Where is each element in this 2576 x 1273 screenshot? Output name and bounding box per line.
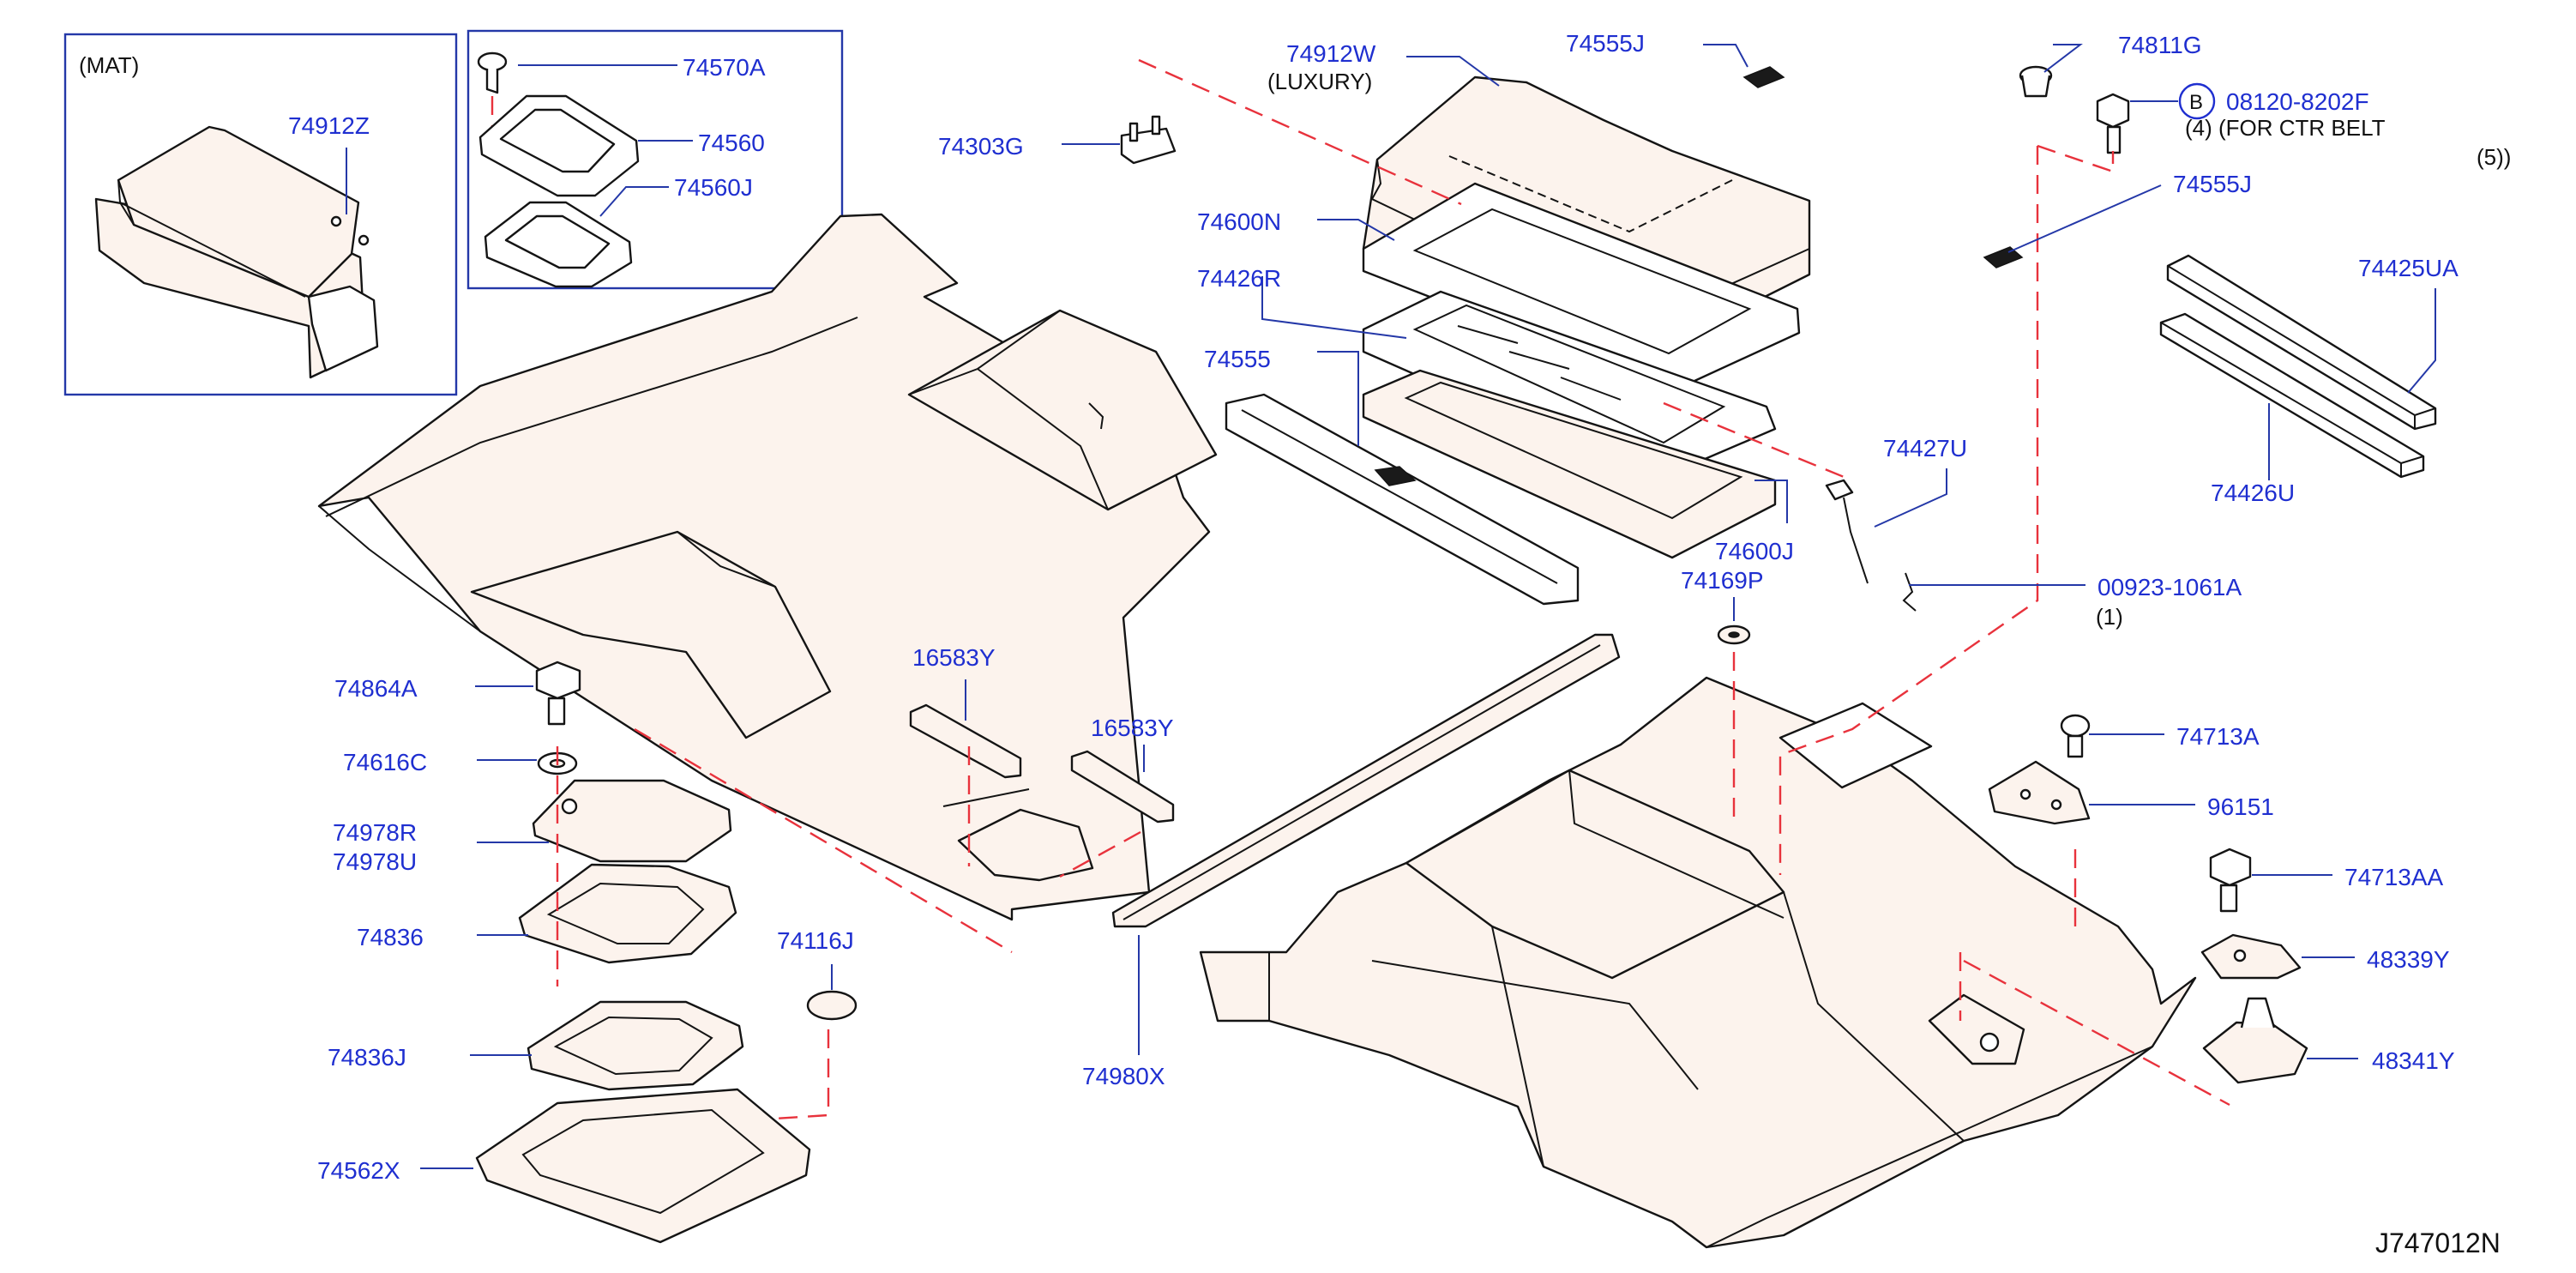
leader-74555 [1317, 351, 1359, 446]
label-74425ua: 74425UA [2358, 255, 2459, 281]
label-74427u: 74427U [1883, 435, 1967, 462]
tray-74426r-drawing [1362, 290, 1777, 482]
label-74426u: 74426U [2211, 480, 2295, 506]
rod-74427u-drawing [1825, 479, 1869, 584]
leader-74426r [1261, 276, 1407, 339]
inset-mat: (MAT) 74912Z [63, 33, 458, 396]
clip-74303g-drawing [1120, 115, 1177, 165]
leader-74427u [1874, 468, 1947, 528]
floor-trim-drawing [317, 213, 1218, 921]
leader-74600n [1317, 219, 1395, 241]
diagram-code: J747012N [2375, 1228, 2501, 1258]
cap-74811g-drawing [2019, 65, 2053, 98]
bumper-48341y-drawing [2202, 997, 2308, 1084]
label-74836j: 74836J [328, 1044, 406, 1071]
note-08120-qty2: (5)) [2477, 144, 2511, 170]
inset-mat-frame [63, 33, 458, 396]
label-74562x: 74562X [317, 1157, 400, 1184]
bolt-08120-drawing [2096, 93, 2130, 154]
rail-74555-drawing [1225, 393, 1580, 606]
bolt-74864a-drawing [535, 661, 581, 726]
sill-74980x-drawing [1111, 633, 1621, 928]
inset-cover-frame [466, 29, 844, 290]
plate-74562x-drawing [475, 1088, 811, 1244]
label-96151: 96151 [2207, 793, 2274, 820]
install-lines [556, 58, 2230, 1120]
label-74555j-right: 74555J [2173, 171, 2252, 197]
label-74600j: 74600J [1715, 538, 1794, 564]
label-74560j: 74560J [674, 174, 753, 201]
bolt-74713a-drawing [2060, 714, 2091, 758]
pad-74555j-right [1983, 246, 2024, 268]
leader-74811g [2043, 44, 2083, 73]
label-74555j-top: 74555J [1566, 30, 1645, 57]
spring-00923-drawing [1902, 572, 1917, 612]
lid-74978r-drawing [532, 779, 732, 863]
label-74811g: 74811G [2118, 32, 2202, 58]
leader-74555j-right [2007, 184, 2162, 253]
label-74560: 74560 [698, 130, 765, 156]
plate-74560-drawing [478, 94, 640, 197]
pad-16583y-a-drawing [909, 703, 1022, 779]
seal-74836j-drawing [527, 1000, 744, 1091]
label-48339y: 48339Y [2367, 946, 2450, 973]
label-74978r: 74978R [333, 819, 417, 846]
label-74978u: 74978U [333, 848, 417, 875]
marker-b-circle [2178, 82, 2216, 120]
callouts: 74912W (LUXURY) 74555J 74303G 74600N 744… [317, 30, 2511, 1184]
marker-b-letter: B [2189, 91, 2203, 114]
label-74912z: 74912Z [288, 112, 370, 139]
label-74600n: 74600N [1197, 208, 1281, 235]
leader-74425ua [2407, 288, 2436, 394]
note-luxury: (LUXURY) [1267, 69, 1372, 94]
leader-74912w [1406, 56, 1500, 87]
bracket-96151-drawing [1988, 760, 2091, 825]
plug-74116j-drawing [806, 990, 858, 1021]
leader-74555j-top [1703, 44, 1748, 68]
label-16583y-a: 16583Y [912, 644, 996, 671]
leader-74560j [599, 186, 669, 217]
label-74713aa: 74713AA [2344, 864, 2444, 890]
label-74912w: 74912W [1286, 40, 1376, 67]
note-08120-qty: (4) (FOR CTR BELT [2185, 115, 2386, 141]
label-74836: 74836 [357, 924, 424, 950]
label-48341y: 48341Y [2372, 1047, 2455, 1074]
pad-74555j-top [1742, 66, 1785, 88]
label-74864a: 74864A [334, 675, 418, 702]
label-08120: 08120-8202F [2226, 88, 2369, 115]
seal-74560j-drawing [484, 201, 633, 288]
frame-74836-drawing [518, 863, 737, 964]
label-74570a: 74570A [683, 54, 766, 81]
mat-part-drawing [94, 125, 379, 379]
pad-16583y-b-drawing [1070, 750, 1175, 824]
frame-74600n-drawing [1362, 182, 1801, 393]
inset-cover: 74570A 74560 74560J [466, 29, 844, 290]
bracket-48339y-drawing [2200, 933, 2302, 980]
bolt-74713aa-drawing [2209, 848, 2252, 913]
label-74169p: 74169P [1681, 567, 1764, 594]
label-00923: 00923-1061A [2098, 574, 2242, 600]
label-74426r: 74426R [1197, 265, 1281, 292]
label-74303g: 74303G [938, 133, 1024, 160]
label-74116j: 74116J [777, 927, 854, 954]
floor-pan-drawing [1199, 676, 2197, 1249]
frame-74600j-drawing [1362, 369, 1777, 559]
note-00923: (1) [2096, 604, 2123, 630]
clip-74570a-drawing [477, 51, 508, 94]
label-74616c: 74616C [343, 749, 427, 775]
strip-74425ua-drawing [2166, 254, 2437, 431]
strip-74426u-drawing [2159, 312, 2425, 479]
label-16583y-b: 16583Y [1091, 715, 1174, 741]
inset-mat-title: (MAT) [79, 52, 139, 78]
label-74980x: 74980X [1082, 1063, 1165, 1089]
label-74555: 74555 [1204, 346, 1271, 372]
grommet-74169p-drawing [1717, 624, 1751, 645]
leader-74600j [1754, 480, 1788, 523]
label-74713a: 74713A [2176, 723, 2260, 750]
